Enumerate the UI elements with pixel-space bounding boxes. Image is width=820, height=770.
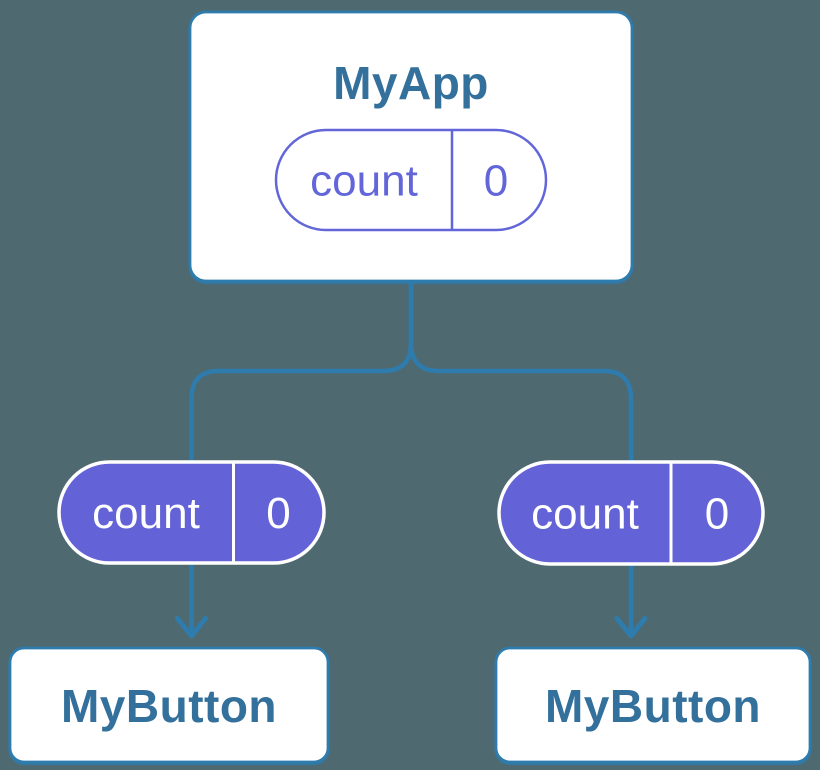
connector-branch-left (189, 281, 414, 632)
prop-pill-left-value: 0 (266, 489, 290, 538)
root-component-card: MyApp count 0 (188, 10, 634, 283)
prop-pill-right-label: count (531, 490, 639, 539)
prop-pill-left-label: count (92, 489, 200, 538)
prop-pill-left: count 0 (57, 460, 326, 565)
state-pill-value: 0 (484, 157, 508, 206)
mybutton-left-title: MyButton (61, 680, 277, 732)
arrow-down-icon-right (614, 616, 648, 639)
arrow-down-icon-left (175, 616, 208, 639)
prop-pill-right-value: 0 (705, 490, 729, 539)
mybutton-right-card-box (494, 646, 812, 764)
prop-pill-left-box (57, 460, 326, 565)
prop-pill-right-box (497, 460, 765, 566)
myapp-title: MyApp (333, 57, 489, 109)
child-component-card-left: MyButton (8, 646, 330, 764)
state-pill: count 0 (274, 128, 548, 232)
mybutton-left-card-box (8, 646, 330, 764)
child-component-card-right: MyButton (494, 646, 812, 764)
connector-branch-right (408, 281, 634, 632)
state-pill-box (274, 128, 548, 232)
state-pill-label: count (310, 157, 418, 206)
prop-pill-right: count 0 (497, 460, 765, 566)
mybutton-right-title: MyButton (545, 680, 761, 732)
